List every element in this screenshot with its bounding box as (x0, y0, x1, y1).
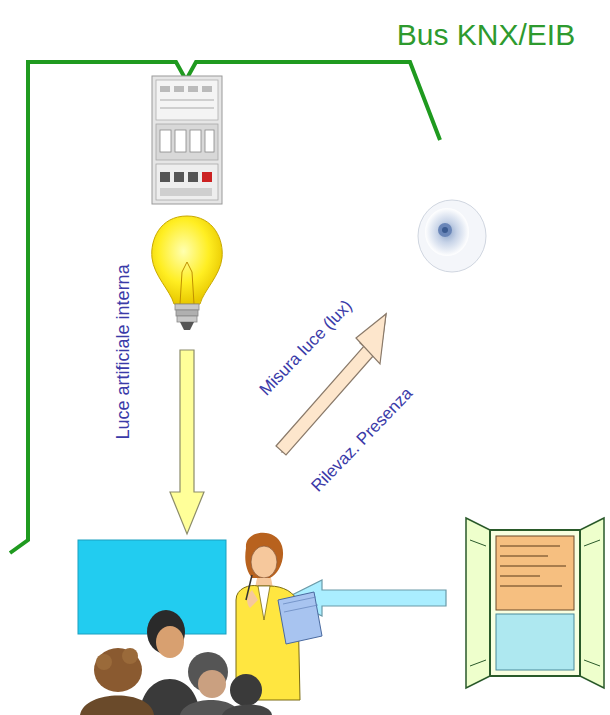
presence-label: Rilevaz. Presenza (309, 384, 418, 496)
window (466, 518, 604, 688)
measure-label: Misura luce (lux) (256, 297, 356, 400)
lightbulb (152, 216, 222, 330)
light-arrow (170, 350, 204, 534)
audience-figures (80, 610, 272, 715)
bus-title: Bus KNX/EIB (397, 18, 575, 51)
actuator-module (152, 76, 222, 204)
light-label: Luce artificiale interna (114, 264, 134, 439)
measure-arrow-head (356, 314, 386, 364)
presence-sensor (418, 200, 486, 272)
bus-wire (10, 62, 440, 553)
